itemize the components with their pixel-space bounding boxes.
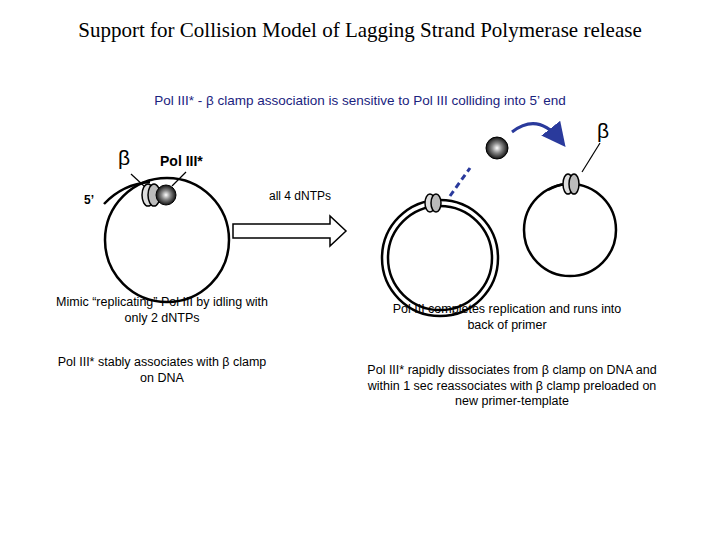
leader-line — [582, 143, 600, 172]
dna-circle — [382, 200, 498, 316]
dna-circle — [524, 184, 616, 276]
polymerase-label: Pol III* — [160, 153, 240, 171]
step-note: Pol III* stably associates with β clamp … — [52, 355, 272, 386]
step-note: Pol III* rapidly dissociates from β clam… — [362, 363, 662, 410]
beta-clamp — [569, 174, 579, 194]
dna-circle — [388, 206, 492, 310]
reaction-arrow — [233, 216, 346, 246]
pol-iii-ball — [156, 185, 176, 205]
end-label: 5’ — [84, 193, 114, 208]
leader-line — [131, 174, 144, 186]
beta-clamp — [431, 194, 441, 212]
transfer-arrow — [512, 124, 560, 140]
step-note: Mimic “replicating” Pol III by idling wi… — [52, 295, 272, 326]
dissociation-line — [450, 168, 470, 196]
step-note: Pol III completes replication and runs i… — [382, 302, 632, 333]
pol-iii-ball — [486, 137, 508, 159]
clamp-label: β — [118, 145, 148, 171]
subtitle: Pol III* - β clamp association is sensit… — [40, 93, 680, 110]
condition-label: all 4 dNTPs — [250, 189, 350, 204]
dna-circle — [105, 178, 229, 302]
title: Support for Collision Model of Lagging S… — [0, 18, 720, 43]
clamp-label: β — [597, 118, 627, 144]
leader-line — [172, 172, 186, 186]
